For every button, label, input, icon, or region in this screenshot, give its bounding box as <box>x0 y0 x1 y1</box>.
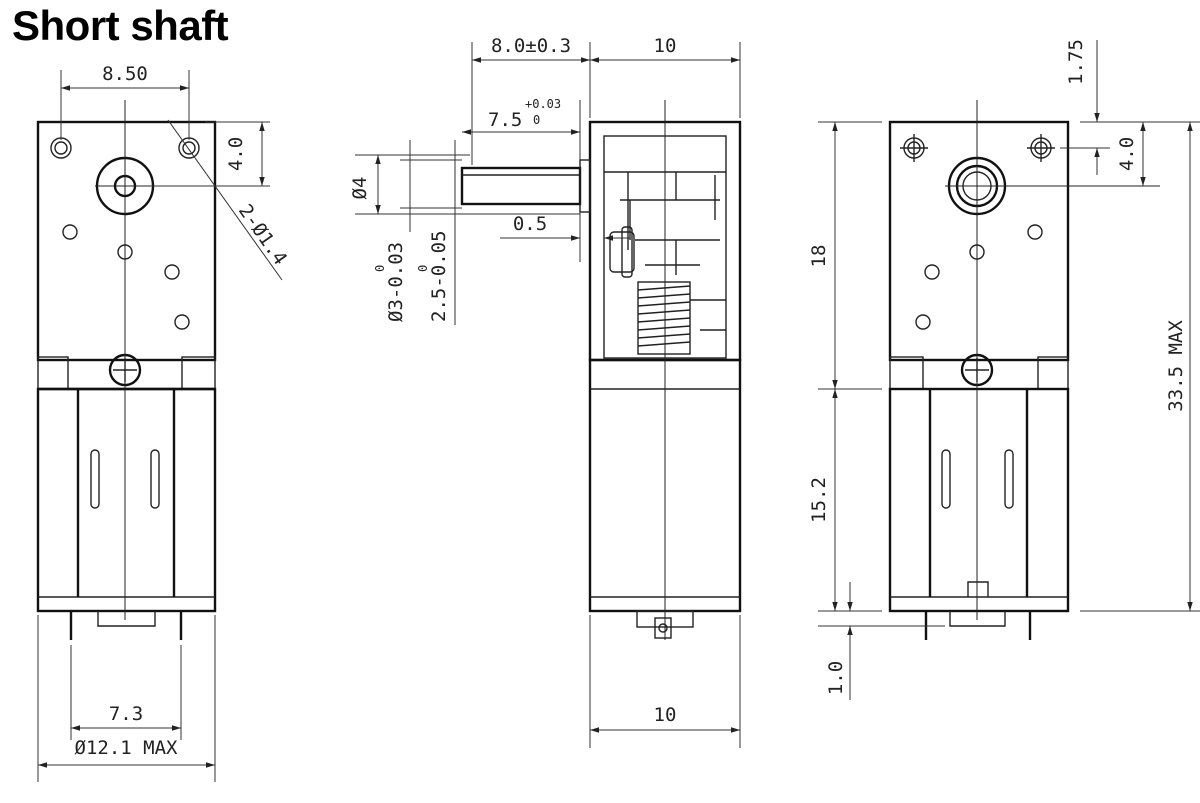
motor-body <box>36 387 217 613</box>
dim-flat-tol-upper: +0.03 <box>525 97 561 111</box>
dim-body-diameter: Ø12.1 MAX <box>75 737 179 759</box>
back-plate <box>888 120 1070 362</box>
dim-gearbox-depth: 10 <box>654 35 677 57</box>
dim-top-hole-spacing: 8.50 <box>102 63 148 85</box>
back-view: 1.75 4.0 18 15.2 1.0 33.5 MAX <box>808 39 1200 700</box>
dim-shaft-flat-length: 7.5 <box>488 109 522 131</box>
dim-shaft-flat-tol: 0 <box>416 265 430 272</box>
gearbox-plate <box>36 120 217 362</box>
side-view: 8.0±0.3 10 7.5 +0.03 0 Ø4 0.5 Ø3-0.03 0 … <box>349 35 742 748</box>
dim-motor-height: 15.2 <box>808 477 830 523</box>
mount-hole-right <box>178 137 200 159</box>
dim-total-height: 33.5 MAX <box>1165 320 1187 412</box>
dim-pin-spacing: 7.3 <box>109 703 143 725</box>
dim-flat-tol-lower: 0 <box>533 113 540 127</box>
dim-shaft-flat: 2.5-0.05 <box>428 230 450 322</box>
dim-shaft-diameter: Ø4 <box>349 177 371 200</box>
mount-hole-left <box>50 137 72 159</box>
dim-hole-callout: 2-Ø1.4 <box>234 200 291 269</box>
dim-top-margin: 1.75 <box>1065 39 1087 85</box>
dim-shaft-gap: 0.5 <box>513 213 547 235</box>
dim-gearbox-height: 18 <box>808 245 830 268</box>
dim-motor-depth: 10 <box>654 704 677 726</box>
dim-hole-offset: 4.0 <box>225 137 247 171</box>
dim-terminal-height: 1.0 <box>825 661 847 695</box>
dim-right-hole-offset: 4.0 <box>1116 137 1138 171</box>
front-view: 8.50 4.0 2-Ø1.4 7.3 Ø12.1 MAX <box>36 63 291 782</box>
dim-shaft-d3-tol: 0 <box>373 265 387 272</box>
output-shaft <box>460 166 582 206</box>
page-title: Short shaft <box>12 2 229 49</box>
dim-shaft-d3: Ø3-0.03 <box>385 242 407 322</box>
dim-shaft-length: 8.0±0.3 <box>491 35 571 57</box>
